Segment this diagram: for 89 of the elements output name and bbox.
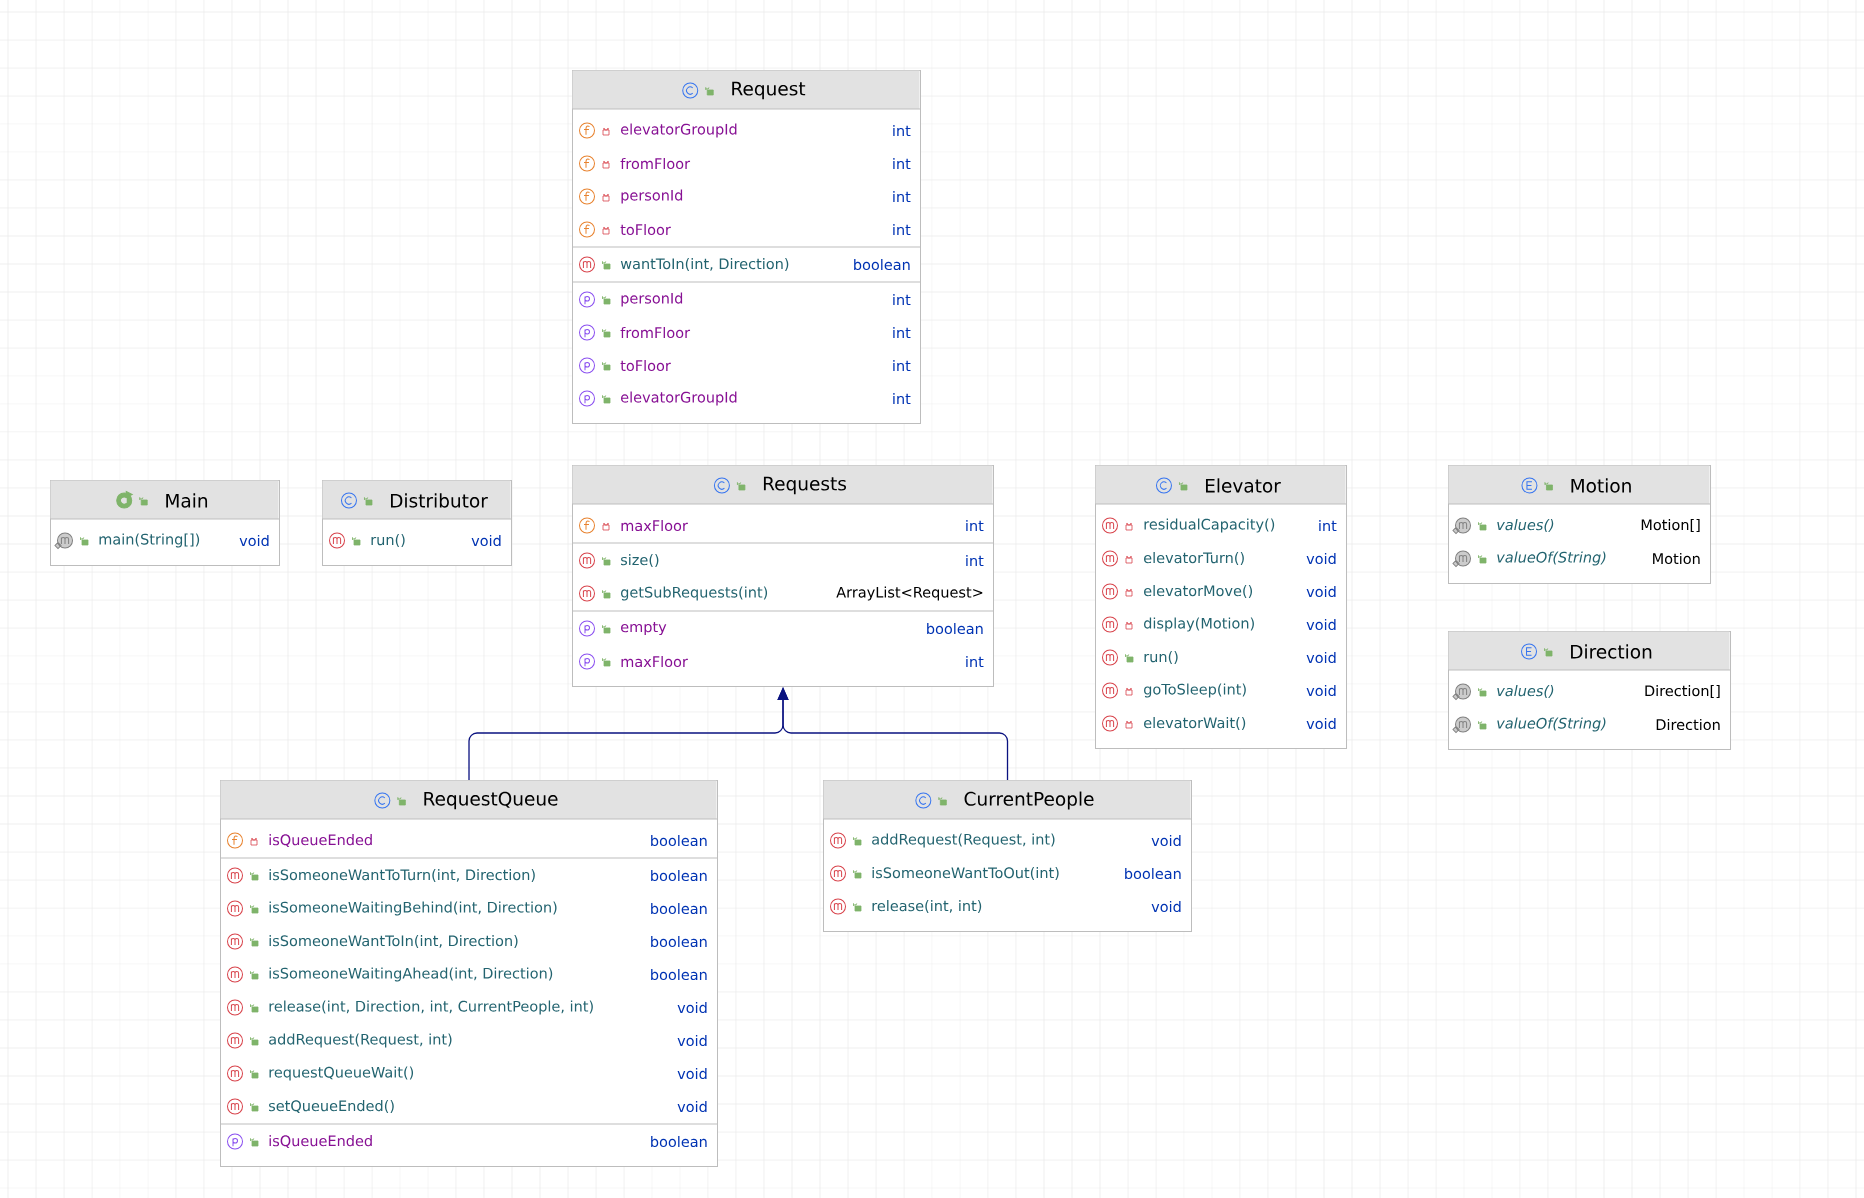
member-name: personId <box>621 292 683 307</box>
member-type: Direction <box>1656 718 1720 731</box>
member-type: void <box>1306 717 1336 730</box>
member-name: isQueueEnded <box>269 834 372 847</box>
member-type: void <box>677 1067 707 1080</box>
member-name: elevatorMove() <box>1144 585 1252 598</box>
member-type: int <box>893 327 911 338</box>
member-type: boolean <box>651 902 707 915</box>
member-type: boolean <box>651 869 707 882</box>
member-name: empty <box>621 621 667 636</box>
member-type: int <box>893 393 911 404</box>
member-type: void <box>1151 900 1181 913</box>
member-name: display(Motion) <box>1144 617 1254 632</box>
member-name: values() <box>1497 685 1554 698</box>
member-type: ArrayList<Request> <box>836 586 983 601</box>
member-type: void <box>1306 585 1336 598</box>
member-name: isQueueEnded <box>269 1135 372 1148</box>
member-name: valueOf(String) <box>1497 551 1606 566</box>
member-type: void <box>1306 684 1336 697</box>
member-type: void <box>677 1034 707 1047</box>
class-title: Requests <box>763 476 846 495</box>
member-type: Direction[] <box>1645 685 1720 698</box>
member-name: isSomeoneWaitingBehind(int, Direction) <box>269 901 557 916</box>
member-type: void <box>1151 834 1181 847</box>
member-type: int <box>893 294 911 305</box>
member-type: Motion[] <box>1641 519 1700 532</box>
member-name: isSomeoneWaitingAhead(int, Direction) <box>269 967 553 982</box>
member-name: goToSleep(int) <box>1144 683 1246 698</box>
member-name: personId <box>621 189 683 204</box>
member-name: release(int, int) <box>872 900 982 913</box>
class-title: Main <box>166 493 208 508</box>
member-type: int <box>893 191 911 202</box>
member-type: int <box>1319 520 1337 531</box>
member-name: addRequest(Request, int) <box>872 833 1055 848</box>
member-name: isSomeoneWantToTurn(int, Direction) <box>269 869 535 882</box>
member-name: requestQueueWait() <box>269 1066 414 1081</box>
member-name: fromFloor <box>620 326 691 339</box>
member-type: int <box>893 125 911 136</box>
member-name: isSomeoneWantToIn(int, Direction) <box>269 935 518 948</box>
class-title: Motion <box>1571 478 1631 493</box>
class-title: Direction <box>1571 644 1652 659</box>
member-name: values() <box>1497 519 1554 532</box>
member-type: boolean <box>927 622 983 635</box>
member-type: boolean <box>651 834 707 847</box>
member-name: elevatorGroupId <box>621 391 737 406</box>
member-type: int <box>893 224 911 235</box>
member-type: void <box>1306 618 1336 631</box>
member-type: int <box>966 520 984 531</box>
class-title: Request <box>732 81 806 100</box>
member-name: isSomeoneWantToOut(int) <box>872 867 1059 880</box>
member-type: int <box>893 158 911 169</box>
member-name: getSubRequests(int) <box>621 586 768 601</box>
member-name: elevatorTurn() <box>1144 552 1244 565</box>
member-type: int <box>966 656 984 667</box>
member-name: release(int, Direction, int, CurrentPeople, int) <box>269 1000 593 1015</box>
member-name: run() <box>1144 651 1178 664</box>
member-name: residualCapacity() <box>1144 518 1275 533</box>
member-type: boolean <box>854 258 910 271</box>
member-type: boolean <box>651 968 707 981</box>
member-name: valueOf(String) <box>1497 717 1606 732</box>
member-type: int <box>893 360 911 371</box>
class-title: CurrentPeople <box>964 791 1094 810</box>
member-name: toFloor <box>620 359 671 372</box>
class-title: Distributor <box>391 493 488 508</box>
member-type: void <box>1306 651 1336 664</box>
member-name: size() <box>621 554 659 567</box>
member-name: main(String[]) <box>99 533 200 548</box>
member-name: elevatorGroupId <box>621 123 737 138</box>
class-title: Elevator <box>1206 478 1281 493</box>
member-type: void <box>677 1100 707 1113</box>
member-type: boolean <box>1125 867 1181 880</box>
member-type: boolean <box>651 1135 707 1148</box>
member-type: void <box>677 1001 707 1014</box>
member-type: void <box>471 534 501 547</box>
class-title: RequestQueue <box>424 791 558 810</box>
member-name: maxFloor <box>621 519 688 532</box>
member-name: wantToIn(int, Direction) <box>620 258 789 271</box>
member-name: maxFloor <box>621 655 688 668</box>
member-type: void <box>239 534 269 547</box>
member-type: void <box>1306 552 1336 565</box>
member-type: Motion <box>1653 552 1700 565</box>
member-name: run() <box>371 534 405 547</box>
member-name: setQueueEnded() <box>269 1100 394 1113</box>
member-type: boolean <box>651 935 707 948</box>
member-type: int <box>966 555 984 566</box>
member-name: elevatorWait() <box>1144 717 1246 730</box>
member-name: fromFloor <box>620 157 691 170</box>
member-name: toFloor <box>620 223 671 236</box>
member-name: addRequest(Request, int) <box>269 1033 452 1048</box>
